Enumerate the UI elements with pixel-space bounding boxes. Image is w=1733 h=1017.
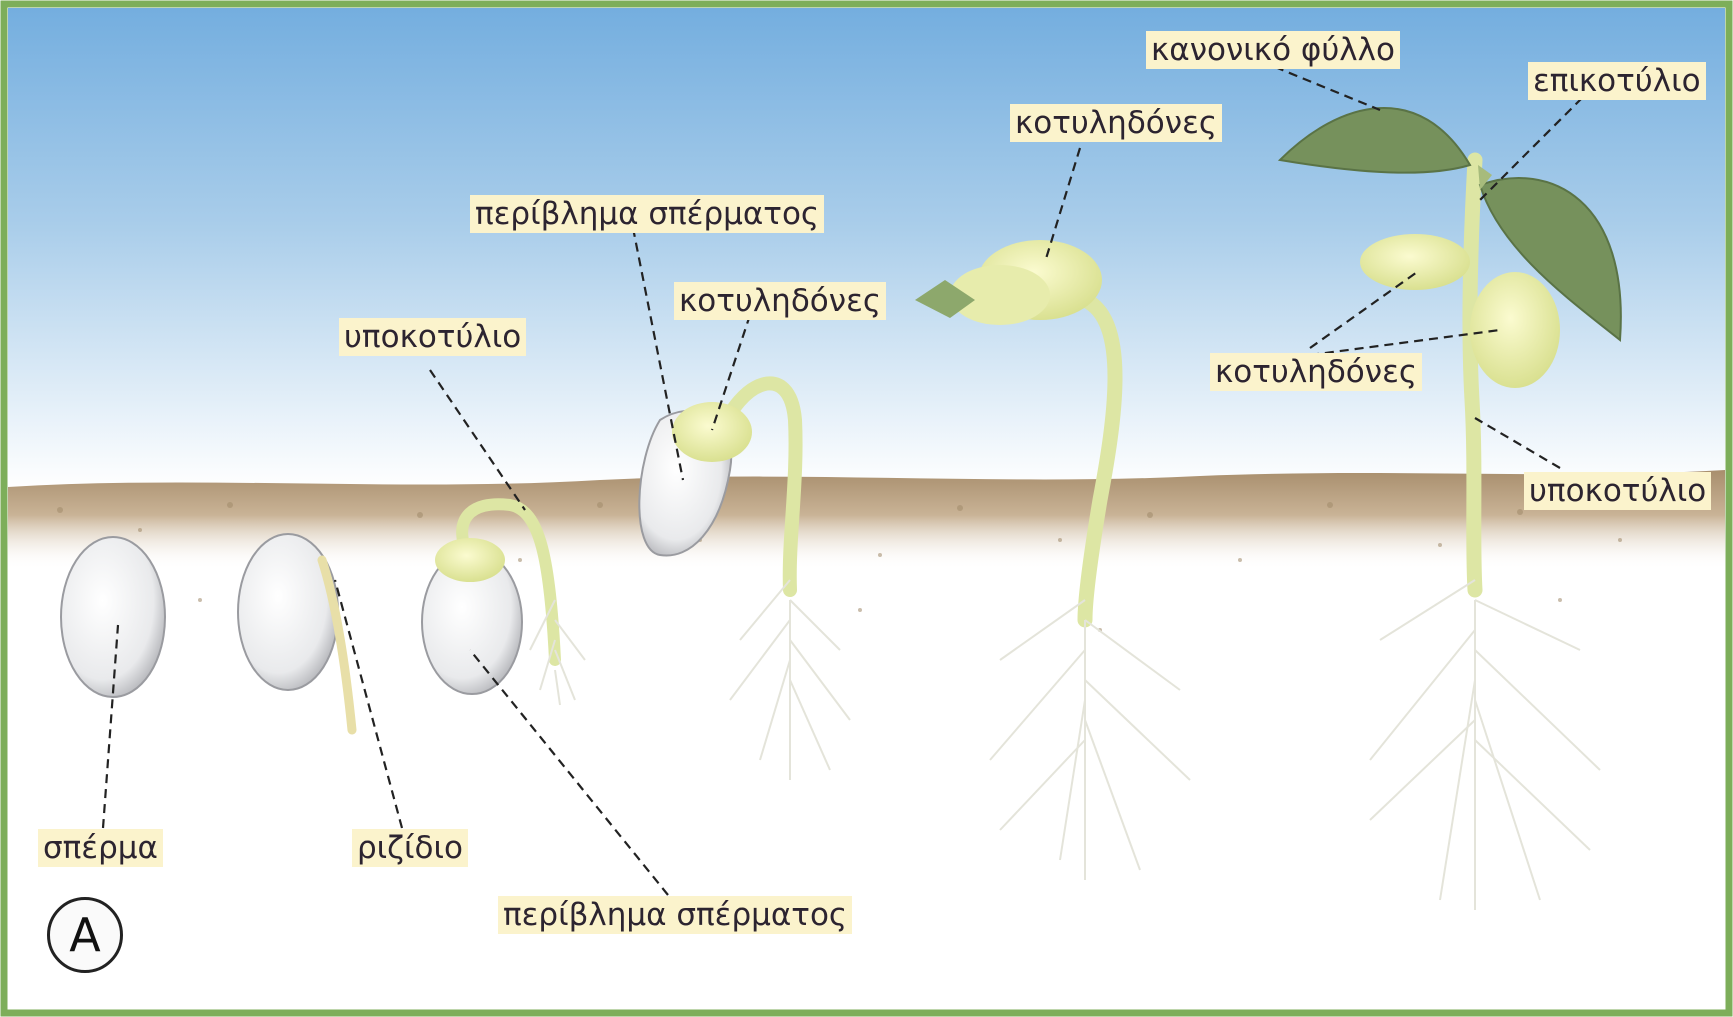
stage-seed — [61, 537, 165, 697]
label-epicotyl: επικοτύλιο — [1528, 62, 1706, 100]
label-cotyledons-stage4: κοτυληδόνες — [674, 282, 886, 320]
label-cotyledons-stage6: κοτυληδόνες — [1210, 353, 1422, 391]
label-cotyledons-stage5: κοτυληδόνες — [1010, 104, 1222, 142]
label-seed-coat-top: περίβλημα σπέρματος — [470, 195, 824, 233]
label-hypocotyl-stage6: υποκοτύλιο — [1524, 472, 1711, 510]
label-hypocotyl-stage3: υποκοτύλιο — [339, 318, 526, 356]
panel-marker: A — [47, 897, 123, 973]
label-true-leaf: κανονικό φύλλο — [1146, 31, 1400, 69]
label-radicle: ριζίδιο — [352, 829, 468, 867]
label-seed-coat-bottom: περίβλημα σπέρματος — [498, 896, 852, 934]
label-seed: σπέρμα — [38, 829, 163, 867]
